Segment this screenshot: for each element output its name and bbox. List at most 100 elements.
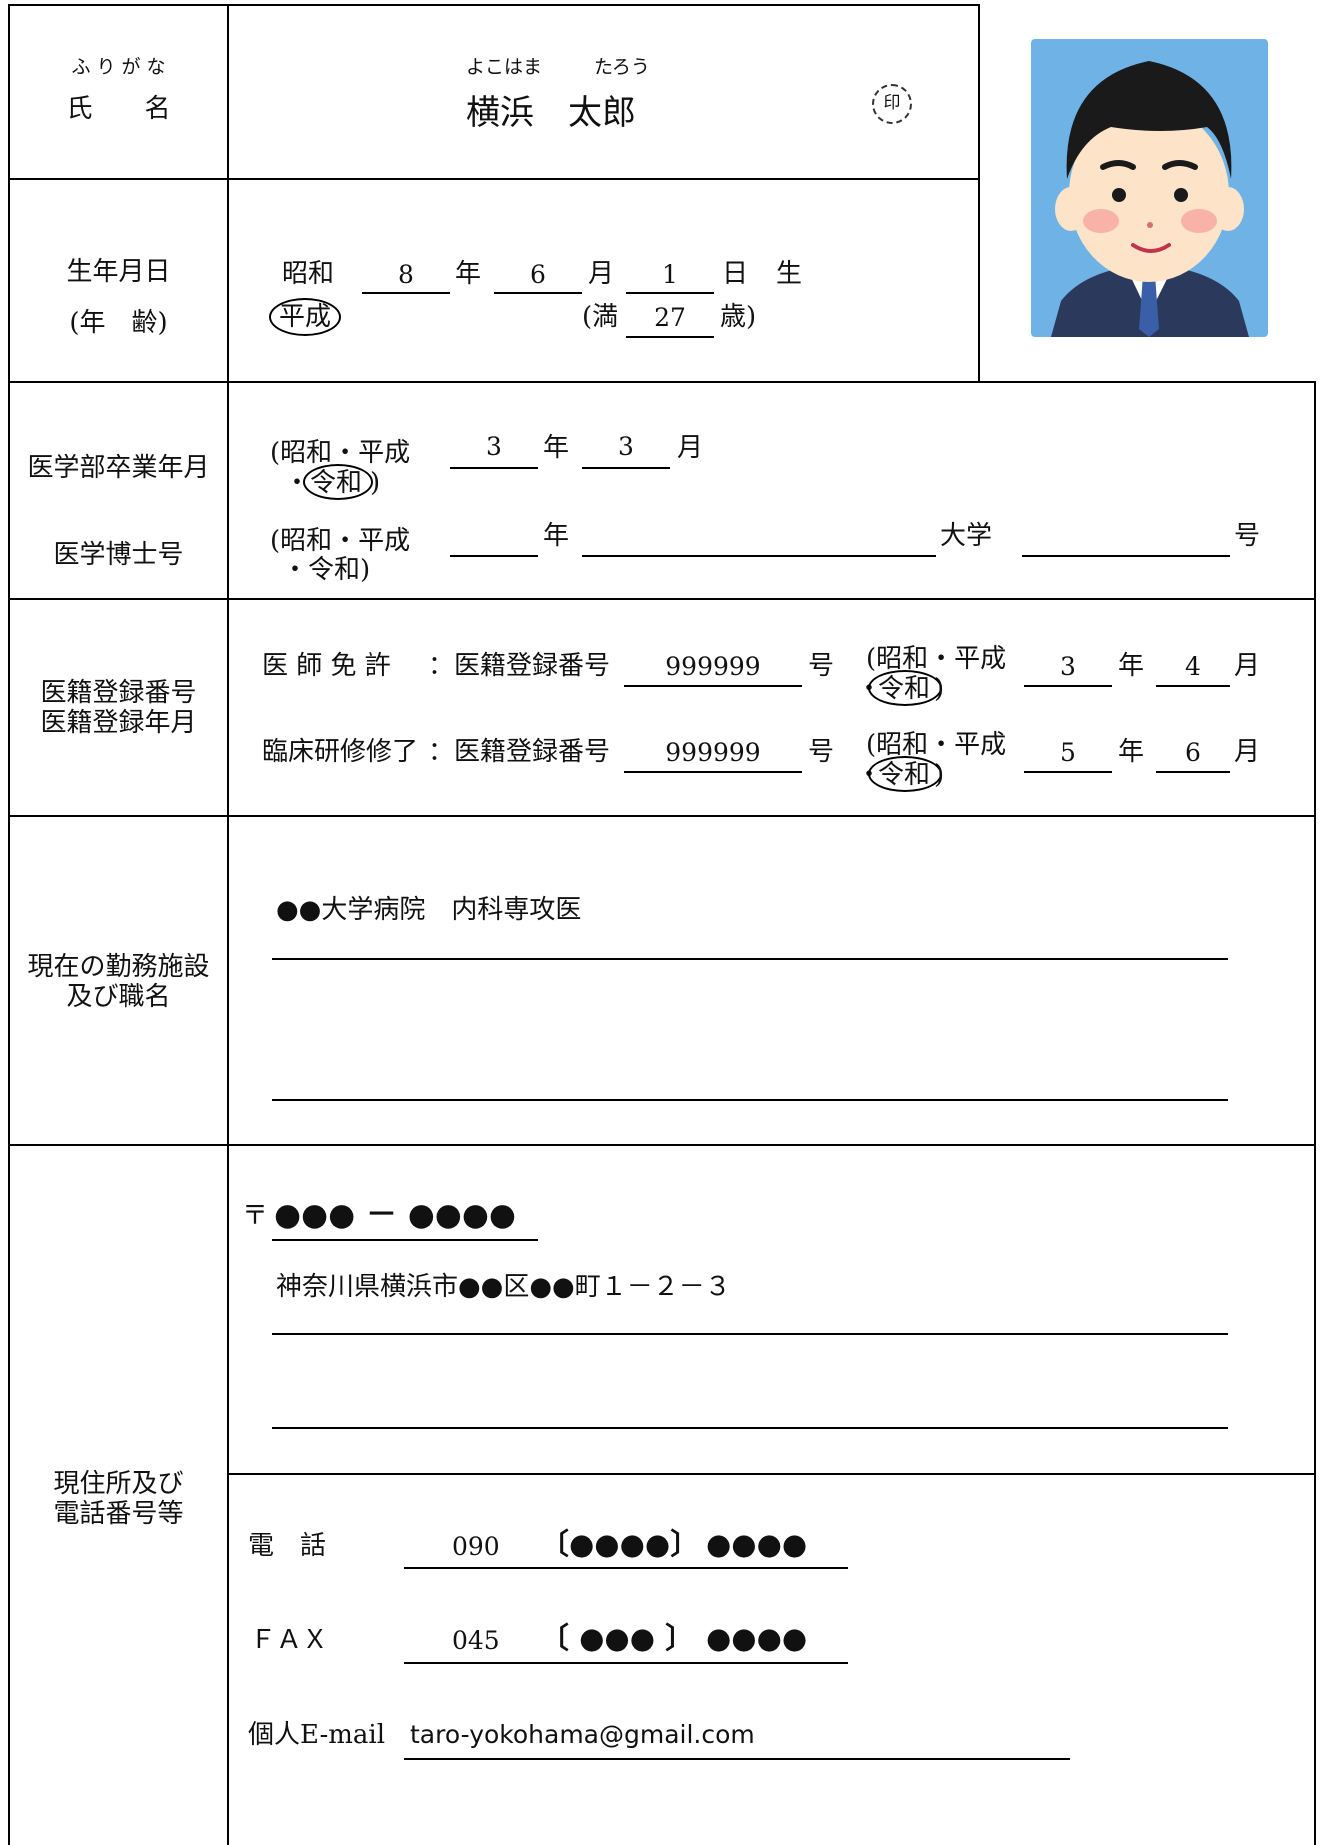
training-month-underline	[1156, 771, 1230, 773]
birth-year-underline	[362, 292, 450, 294]
workplace-label-line2: 及び職名	[66, 982, 171, 1012]
training-number: 999999	[665, 738, 761, 767]
birth-label: 生年月日	[66, 257, 171, 287]
divider-name-birth	[8, 178, 979, 180]
training-year-underline	[1024, 771, 1112, 773]
phd-era: (昭和・平成	[270, 526, 411, 556]
border-top	[8, 4, 979, 6]
border-left	[8, 4, 10, 1845]
border-label-column	[227, 4, 229, 1845]
border-right	[1314, 381, 1316, 1845]
training-number-label: ：医籍登録番号	[428, 737, 611, 767]
graduation-year-unit: 年	[543, 433, 570, 463]
mouth	[1131, 243, 1171, 253]
graduation-era-reiwa-circle	[303, 464, 373, 500]
age-label: (年 齢)	[69, 308, 168, 338]
divider-graduation-registration	[8, 598, 1316, 600]
training-number-unit: 号	[808, 737, 835, 767]
tie	[1139, 275, 1159, 337]
border-top-right	[978, 4, 980, 382]
phone-middle: 〔●●●●〕	[540, 1527, 700, 1561]
graduation-month-unit: 月	[677, 433, 704, 463]
hair	[1066, 61, 1232, 179]
phd-era-reiwa: ・令和)	[282, 555, 371, 585]
workplace-value: ●●大学病院 内科専攻医	[276, 895, 582, 925]
email-label: 個人E-mail	[248, 1720, 386, 1750]
graduation-era: (昭和・平成	[270, 438, 411, 468]
email-value: taro-yokohama@gmail.com	[410, 1720, 755, 1749]
training-label: 臨床研修修了	[262, 737, 419, 767]
phd-year-underline	[450, 555, 538, 557]
license-year: 3	[1060, 652, 1076, 681]
age-underline	[626, 336, 714, 338]
left-eyebrow	[1100, 160, 1136, 170]
address-line: 神奈川県横浜市●●区●●町１－２－３	[276, 1272, 731, 1302]
left-cheek	[1083, 209, 1119, 233]
birth-day-underline	[626, 292, 714, 294]
postal-mark: 〒	[242, 1201, 269, 1231]
fax-underline	[404, 1662, 848, 1664]
phd-university-unit: 大学	[940, 521, 993, 551]
birth-month-underline	[494, 292, 582, 294]
license-era-close: )	[934, 674, 945, 704]
email-underline	[404, 1758, 1070, 1760]
address-underline-2	[272, 1427, 1228, 1429]
birth-year-unit: 年	[455, 259, 482, 289]
right-cheek	[1181, 209, 1217, 233]
license-month-unit: 月	[1234, 651, 1261, 681]
license-number-unit: 号	[808, 651, 835, 681]
birth-day-unit: 日	[722, 259, 749, 289]
birth-month-unit: 月	[588, 259, 615, 289]
birth-born: 生	[776, 259, 803, 289]
divider-registration-workplace	[8, 815, 1316, 817]
fax-area: 045	[452, 1626, 500, 1655]
divider-workplace-address	[8, 1144, 1316, 1146]
workplace-underline-2	[272, 1099, 1228, 1101]
fax-middle: 〔 ●●● 〕	[540, 1621, 695, 1655]
graduation-year-underline	[450, 467, 538, 469]
training-era-close: )	[934, 760, 945, 790]
phone-last: ●●●●	[706, 1527, 808, 1561]
birth-day: 1	[662, 260, 678, 289]
license-number-underline	[624, 685, 802, 687]
name-label: 氏 名	[66, 94, 171, 124]
license-era-reiwa-circle	[868, 670, 942, 706]
training-number-underline	[624, 771, 802, 773]
postal-code: ●●● － ●●●●	[274, 1197, 516, 1233]
id-photo	[1031, 39, 1268, 337]
license-number-label: ：医籍登録番号	[428, 651, 611, 681]
phone-label: 電 話	[248, 1531, 327, 1561]
person-illustration	[1031, 39, 1268, 337]
registration-label-line2: 医籍登録年月	[40, 708, 197, 738]
seal-label: 印	[883, 93, 901, 113]
license-month: 4	[1185, 652, 1201, 681]
license-month-underline	[1156, 685, 1230, 687]
phone-area: 090	[452, 1532, 500, 1561]
license-label: 医 師 免 許	[262, 651, 391, 681]
address-label-line1: 現住所及び	[53, 1469, 184, 1499]
fax-last: ●●●●	[706, 1621, 808, 1655]
license-year-underline	[1024, 685, 1112, 687]
right-eyebrow	[1162, 160, 1198, 170]
training-month: 6	[1185, 738, 1201, 767]
graduation-era-close: )	[370, 468, 381, 498]
divider-birth-graduation	[8, 381, 1316, 383]
registration-label-line1: 医籍登録番号	[40, 678, 197, 708]
license-number: 999999	[665, 652, 761, 681]
left-eye	[1112, 188, 1126, 202]
postal-code-underline	[272, 1239, 538, 1241]
age-value: 27	[654, 303, 686, 332]
name-furigana-first: たろう	[594, 56, 650, 78]
graduation-label: 医学部卒業年月	[27, 453, 210, 483]
divider-address-contact	[227, 1473, 1316, 1475]
face	[1069, 106, 1229, 282]
graduation-month-underline	[582, 467, 670, 469]
address-underline-1	[272, 1333, 1228, 1335]
training-era-open: (昭和・平成	[866, 730, 1007, 760]
phd-number-underline	[1022, 555, 1230, 557]
license-era-open: (昭和・平成	[866, 644, 1007, 674]
nose	[1147, 222, 1153, 228]
training-year: 5	[1060, 738, 1076, 767]
birth-era-showa: 昭和	[282, 259, 335, 289]
